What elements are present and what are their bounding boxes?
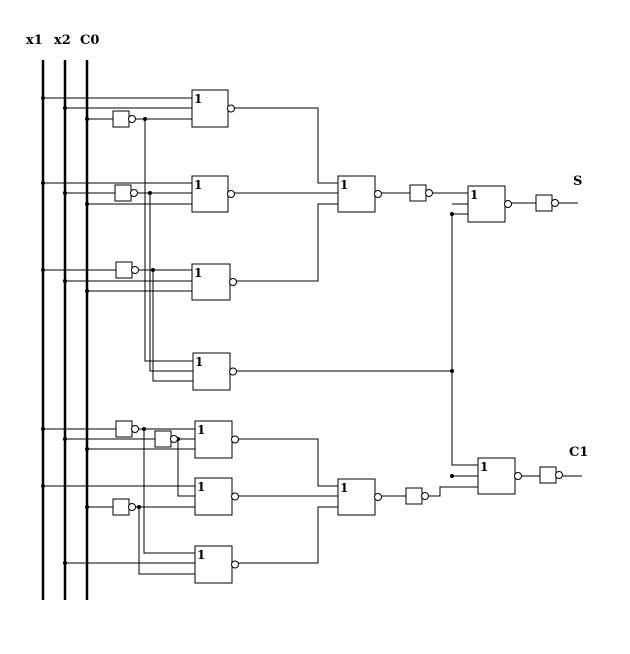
wire bbox=[177, 439, 195, 497]
junction-dot bbox=[85, 505, 89, 509]
output-label-s: S bbox=[573, 174, 582, 189]
junction-dot bbox=[85, 289, 89, 293]
junction-dot bbox=[63, 279, 67, 283]
gate-c-symbol: 1 bbox=[194, 266, 202, 280]
gate-h-bubble bbox=[374, 493, 382, 501]
inverter-10-body bbox=[539, 466, 557, 484]
wire bbox=[429, 486, 478, 497]
wire bbox=[234, 107, 338, 184]
inverter-4-bubble bbox=[425, 189, 433, 197]
gate-b-bubble bbox=[227, 190, 235, 198]
gate-g3-bubble bbox=[231, 560, 239, 569]
gate-b-body bbox=[191, 175, 229, 213]
wire bbox=[143, 429, 195, 554]
gate-b-symbol: 1 bbox=[194, 178, 202, 192]
junction-dot bbox=[63, 106, 67, 110]
inverter-3-body bbox=[115, 261, 133, 279]
gate-d-symbol: 1 bbox=[195, 355, 203, 369]
wire bbox=[152, 270, 193, 382]
gate-d-bubble bbox=[229, 367, 237, 376]
wire bbox=[138, 507, 195, 575]
inverter-9-body bbox=[405, 487, 423, 505]
junction-dot bbox=[450, 369, 454, 373]
gate-i-body bbox=[477, 457, 516, 495]
junction-dot bbox=[85, 447, 89, 451]
junction-dot bbox=[85, 117, 89, 121]
gate-e-bubble bbox=[374, 190, 382, 198]
gate-h-symbol: 1 bbox=[340, 481, 348, 495]
junction-dot bbox=[148, 191, 152, 195]
junction-dots bbox=[41, 96, 454, 565]
gate-e-symbol: 1 bbox=[340, 178, 348, 192]
output-label-c1: C1 bbox=[569, 445, 588, 460]
gates: 1 1 1 1 1 1 1 1 1 1 1 bbox=[112, 89, 563, 584]
inverter-7-body bbox=[154, 430, 172, 448]
junction-dot bbox=[142, 427, 146, 431]
junction-dot bbox=[41, 181, 45, 185]
gate-g3-symbol: 1 bbox=[197, 548, 205, 562]
input-label-x1: x1 bbox=[26, 33, 43, 48]
gate-a-body bbox=[191, 89, 229, 128]
junction-dot bbox=[41, 268, 45, 272]
gate-f-symbol: 1 bbox=[470, 188, 478, 202]
junction-dot bbox=[63, 437, 67, 441]
junction-dot bbox=[143, 117, 147, 121]
gate-c-bubble bbox=[229, 278, 237, 286]
junction-dot bbox=[63, 561, 67, 565]
junction-dot bbox=[41, 484, 45, 488]
gate-a-symbol: 1 bbox=[194, 92, 202, 106]
gate-g2-body bbox=[194, 477, 233, 516]
inverter-5-body bbox=[535, 194, 553, 212]
junction-dot bbox=[41, 427, 45, 431]
inverter-2-bubble bbox=[130, 189, 138, 197]
input-label-x2: x2 bbox=[54, 33, 71, 48]
inverter-3-bubble bbox=[131, 266, 139, 274]
junction-dot bbox=[41, 96, 45, 100]
wire bbox=[238, 506, 338, 564]
blank-label-area bbox=[133, 0, 271, 57]
gate-g1-bubble bbox=[231, 435, 239, 444]
gate-g3-body bbox=[194, 545, 233, 584]
gate-a-bubble bbox=[227, 104, 235, 113]
gate-g2-bubble bbox=[231, 492, 239, 501]
inverter-2-body bbox=[114, 184, 132, 202]
inverter-7-bubble bbox=[170, 435, 178, 443]
junction-dot bbox=[85, 202, 89, 206]
gate-i-symbol: 1 bbox=[480, 460, 488, 474]
junction-dot bbox=[137, 505, 141, 509]
gate-i-bubble bbox=[514, 472, 522, 480]
inverter-1-body bbox=[112, 110, 130, 128]
gate-g1-symbol: 1 bbox=[197, 423, 205, 437]
inverter-8-bubble bbox=[128, 503, 136, 511]
gate-f-bubble bbox=[504, 200, 512, 208]
input-label-c0: C0 bbox=[80, 33, 99, 48]
gate-g1-body bbox=[194, 420, 233, 459]
inverter-10-bubble bbox=[555, 471, 563, 479]
inverter-1-bubble bbox=[128, 115, 136, 123]
inverter-9-bubble bbox=[421, 492, 429, 500]
wire bbox=[149, 193, 193, 372]
junction-dot bbox=[151, 268, 155, 272]
gate-g2-symbol: 1 bbox=[197, 480, 205, 494]
inverter-5-bubble bbox=[551, 199, 559, 207]
wire bbox=[238, 438, 338, 487]
inverter-8-body bbox=[112, 498, 130, 516]
junction-dot bbox=[450, 474, 454, 478]
wire bbox=[236, 203, 338, 282]
inverter-4-body bbox=[409, 184, 427, 202]
junction-dot bbox=[450, 212, 454, 216]
wire bbox=[144, 119, 193, 362]
gate-c-body bbox=[191, 263, 231, 301]
inverter-6-body bbox=[115, 420, 133, 438]
inverter-6-bubble bbox=[131, 425, 139, 433]
wires bbox=[43, 97, 582, 575]
junction-dot bbox=[63, 191, 67, 195]
gate-h-body bbox=[337, 478, 376, 516]
wire bbox=[451, 214, 478, 466]
